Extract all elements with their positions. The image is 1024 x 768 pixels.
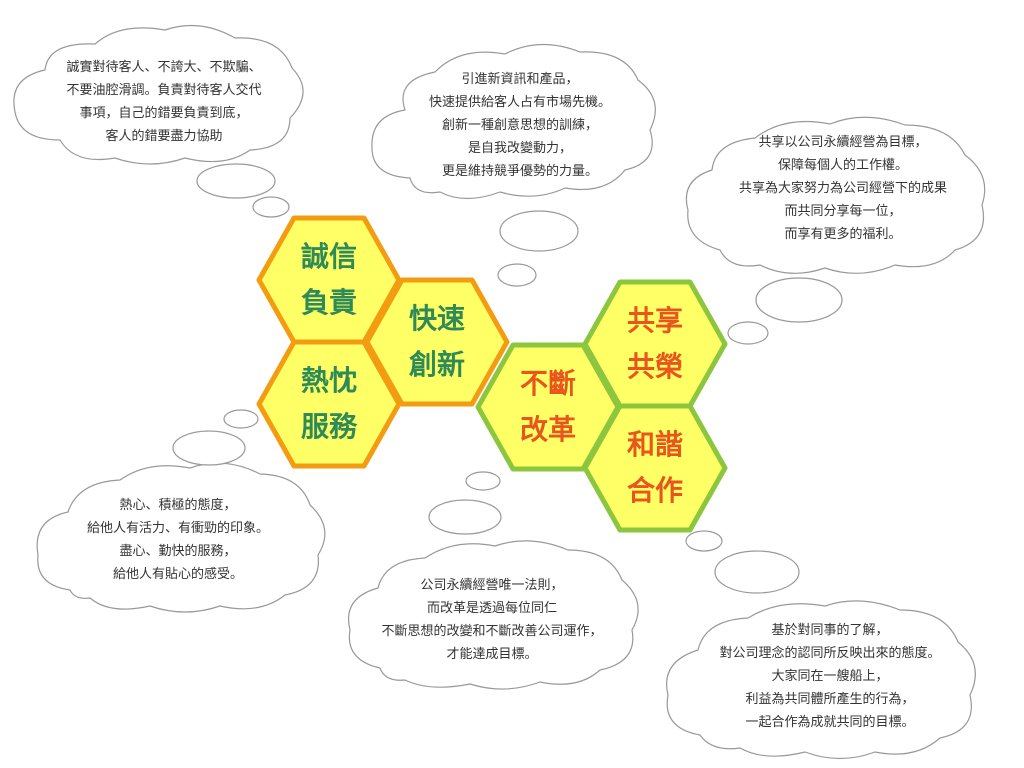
cloud-shape — [371, 43, 656, 200]
cloud-shape — [36, 462, 326, 613]
cloud-shape — [348, 540, 639, 690]
hexagon-label-enthusiasm: 熱忱 服務 — [269, 358, 389, 450]
cloud-trail-bubble — [497, 263, 537, 287]
cloud-line: 熱心、積極的態度， — [119, 498, 237, 513]
cloud-line: 快速提供給客人占有市場先機。 — [428, 95, 611, 110]
hexagon-line: 和諧 — [626, 428, 683, 461]
hexagon-harmony — [582, 403, 728, 533]
cloud-text-reform: 公司永續經營唯一法則， 而改革是透過每位同仁 不斷思想的改變和不斷改善公司運作，… — [357, 574, 627, 666]
cloud-line: 不要油腔滑調。負責對待客人交代 — [66, 83, 262, 98]
hexagon-line: 服務 — [300, 410, 357, 443]
hexagon-label-harmony: 和諧 合作 — [595, 422, 715, 514]
cloud-trail-bubble — [196, 163, 276, 199]
cloud-line: 公司永續經營唯一法則， — [420, 578, 564, 593]
cloud-trail-bubble — [252, 196, 290, 218]
cloud-text-enthusiasm: 熱心、積極的態度， 給他人有活力、有衝勁的印象。 盡心、勤快的服務， 給他人有貼… — [58, 494, 298, 586]
cloud-line: 共享以公司永續經營為目標， — [758, 135, 928, 150]
cloud-text-integrity: 誠實對待客人、不誇大、不欺騙、 不要油腔滑調。負責對待客人交代 事項，自己的錯要… — [40, 56, 288, 148]
cloud-line: 誠實對待客人、不誇大、不欺騙、 — [66, 60, 262, 75]
cloud-line: 基於對同事的了解， — [771, 623, 889, 638]
cloud-line: 盡心、勤快的服務， — [119, 544, 237, 559]
hexagon-label-share: 共享 共榮 — [595, 298, 715, 390]
cloud-text-harmony: 基於對同事的了解， 對公司理念的認同所反映出來的態度。 大家同在一艘船上， 利益… — [690, 619, 970, 734]
cloud-text-speed: 引進新資訊和產品， 快速提供給客人占有市場先機。 創新一種創意思想的訓練， 是自… — [395, 68, 645, 183]
cloud-share — [685, 116, 986, 345]
hexagon-line: 共榮 — [626, 350, 683, 383]
cloud-enthusiasm — [36, 409, 326, 613]
hexagon-enthusiasm — [256, 339, 402, 469]
cloud-line: 對公司理念的認同所反映出來的態度。 — [719, 646, 941, 661]
cloud-trail-bubble — [714, 550, 800, 594]
cloud-line: 保障每個人的工作權。 — [777, 158, 908, 173]
hexagon-speed — [364, 277, 510, 407]
cloud-line: 一起合作為成就共同的目標。 — [745, 715, 915, 730]
cloud-line: 才能達成目標。 — [446, 647, 538, 662]
cloud-trail-bubble — [223, 409, 259, 429]
hexagon-line: 熱忱 — [300, 364, 357, 397]
cloud-line: 引進新資訊和產品， — [461, 72, 579, 87]
cloud-trail-bubble — [499, 210, 579, 252]
cloud-shape — [685, 116, 986, 274]
hexagon-line: 誠信 — [300, 240, 357, 273]
cloud-harmony — [666, 530, 976, 760]
cloud-line: 而享有更多的福利。 — [784, 227, 902, 242]
cloud-integrity — [13, 24, 304, 218]
cloud-line: 不斷思想的改變和不斷改善公司運作， — [381, 624, 603, 639]
cloud-trail-bubble — [172, 430, 246, 466]
hexagon-line: 共享 — [626, 304, 683, 337]
cloud-shape — [13, 24, 304, 165]
cloud-line: 而改革是透過每位同仁 — [426, 601, 557, 616]
cloud-line: 事項，自己的錯要負責到底， — [79, 106, 249, 121]
cloud-trail-bubble — [727, 321, 769, 345]
cloud-line: 大家同在一艘船上， — [771, 669, 889, 684]
cloud-line: 利益為共同體所產生的行為， — [745, 692, 915, 707]
cloud-line: 給他人有活力、有衝勁的印象。 — [86, 521, 269, 536]
hexagon-line: 不斷 — [519, 367, 576, 400]
hexagon-line: 創新 — [408, 348, 465, 381]
cloud-speed — [371, 43, 656, 287]
hexagon-line: 快速 — [408, 302, 465, 335]
cloud-trail-bubble — [465, 471, 501, 491]
cloud-line: 創新一種創意思想的訓練， — [441, 118, 598, 133]
cloud-trail-bubble — [428, 499, 502, 535]
cloud-shape — [666, 600, 976, 760]
cloud-text-share: 共享以公司永續經營為目標， 保障每個人的工作權。 共享為大家努力為公司經營下的成… — [712, 131, 974, 246]
cloud-line: 客人的錯要盡力協助 — [105, 129, 223, 144]
cloud-line: 更是維持競爭優勢的力量。 — [441, 164, 598, 179]
hexagon-line: 合作 — [626, 474, 683, 507]
cloud-reform — [348, 471, 639, 690]
hexagon-label-speed: 快速 創新 — [377, 296, 497, 388]
cloud-trail-bubble — [685, 530, 723, 552]
hexagon-line: 改革 — [519, 413, 576, 446]
cloud-line: 是自我改變動力， — [467, 141, 572, 156]
hexagon-label-reform: 不斷 改革 — [488, 361, 608, 453]
hexagon-line: 負責 — [300, 286, 357, 319]
cloud-line: 而共同分享每一位， — [784, 204, 902, 219]
cloud-trail-bubble — [755, 277, 843, 323]
hexagon-label-integrity: 誠信 負責 — [269, 234, 389, 326]
cloud-line: 共享為大家努力為公司經營下的成果 — [738, 181, 947, 196]
cloud-line: 給他人有貼心的感受。 — [112, 567, 243, 582]
